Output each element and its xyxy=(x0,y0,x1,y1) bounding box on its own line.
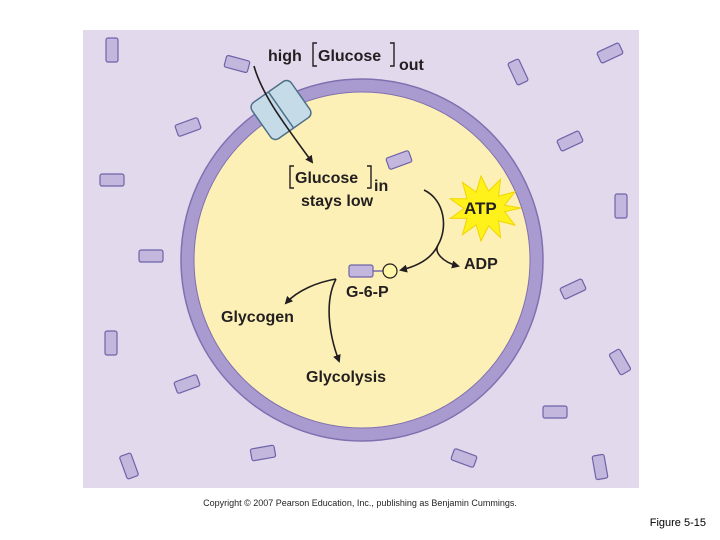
glucose-molecule xyxy=(596,42,624,64)
glucose-molecule xyxy=(608,348,632,376)
bracket-right-out xyxy=(390,42,395,67)
glucose-molecule xyxy=(99,173,125,187)
glucose-molecule xyxy=(174,117,202,137)
bracket-left-in xyxy=(289,165,294,189)
bracket-right-in xyxy=(367,165,372,189)
glucose-molecule xyxy=(507,58,529,86)
g6p-label: G-6-P xyxy=(346,284,389,301)
glucose-molecule xyxy=(138,249,164,263)
glucose-molecule xyxy=(119,452,139,480)
extracellular-glucose-molecules xyxy=(99,37,632,481)
g6p-molecule xyxy=(348,263,398,279)
glycolysis-label: Glycolysis xyxy=(306,369,386,386)
phosphorylation-arrow xyxy=(399,244,439,273)
cytoplasm xyxy=(193,91,531,429)
glucose-molecule xyxy=(559,278,587,300)
glucose-molecule xyxy=(173,374,201,394)
atp-to-adp-arrow xyxy=(423,189,460,269)
phosphate-group xyxy=(382,263,398,279)
glucose-in-label: Glucose xyxy=(295,170,358,187)
glucose-molecule xyxy=(249,444,277,462)
intracellular-glucose-molecule xyxy=(385,150,413,170)
glucose-molecule xyxy=(614,193,628,219)
glucose-molecule xyxy=(104,330,118,356)
glycolysis-pathway-arrow xyxy=(328,278,341,363)
glycogen-pathway-arrow xyxy=(284,278,337,305)
glucose-molecule xyxy=(556,130,584,152)
figure-number: Figure 5-15 xyxy=(649,517,706,529)
in-label: in xyxy=(374,178,388,195)
glucose-molecule xyxy=(591,453,609,481)
adp-label: ADP xyxy=(464,256,498,273)
glucose-entry-arrow xyxy=(253,65,314,164)
concentration-brackets xyxy=(289,42,395,189)
glycogen-label: Glycogen xyxy=(221,309,294,326)
high-label: high xyxy=(268,48,302,65)
glucose-molecule xyxy=(223,54,251,74)
out-label: out xyxy=(399,57,425,74)
glucose-molecule xyxy=(450,448,478,468)
glucose-molecule xyxy=(542,405,568,419)
stays-low-label: stays low xyxy=(301,193,374,210)
glucose-molecule xyxy=(105,37,119,63)
atp-energy-burst xyxy=(448,174,522,243)
glucose-out-label: Glucose xyxy=(318,48,381,65)
copyright-notice: Copyright © 2007 Pearson Education, Inc.… xyxy=(203,498,517,508)
bracket-left-out xyxy=(312,42,317,67)
atp-label: ATP xyxy=(464,199,497,218)
